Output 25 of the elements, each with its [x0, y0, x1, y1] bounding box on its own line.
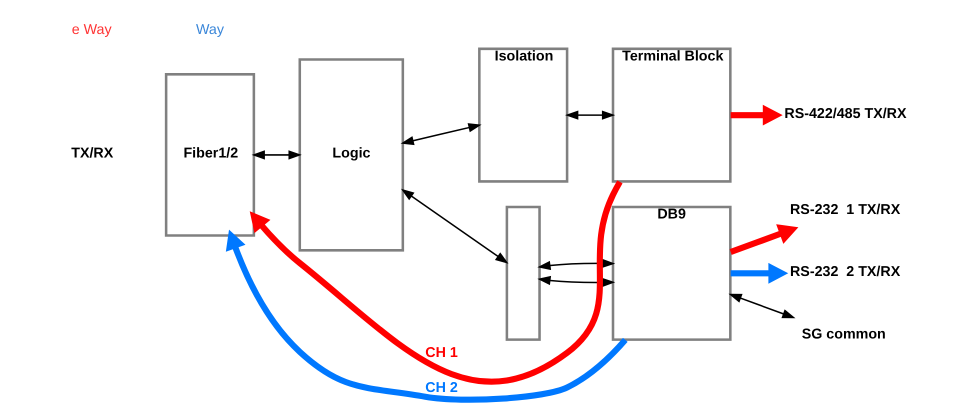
edge-label: CH 2 — [424, 380, 458, 396]
node-bar — [505, 206, 540, 341]
edge-label: CH 1 — [424, 345, 458, 362]
node-box: Logic — [298, 58, 404, 252]
label: e Way — [71, 22, 112, 38]
node-box: Terminal Block — [611, 48, 732, 183]
arrow — [728, 294, 795, 318]
arrow — [251, 150, 302, 160]
arrow — [730, 262, 788, 284]
node-box: Fiber1/2 — [164, 73, 255, 237]
node-text: SG common — [801, 326, 886, 342]
arrow — [249, 180, 622, 385]
node-box: Isolation — [478, 48, 568, 183]
label: TX/RX — [70, 146, 113, 162]
node-box: DB9 — [611, 206, 732, 341]
node-text: RS-232 2 TX/RX — [790, 264, 900, 280]
arrow — [729, 224, 798, 255]
node-text: RS-422/485 TX/RX — [784, 106, 906, 122]
arrow — [225, 230, 628, 403]
arrow — [564, 110, 615, 120]
arrow — [400, 188, 508, 264]
arrow — [400, 123, 482, 146]
arrow — [730, 104, 782, 126]
label: Way — [195, 22, 224, 38]
node-text: RS-232 1 TX/RX — [790, 202, 900, 218]
